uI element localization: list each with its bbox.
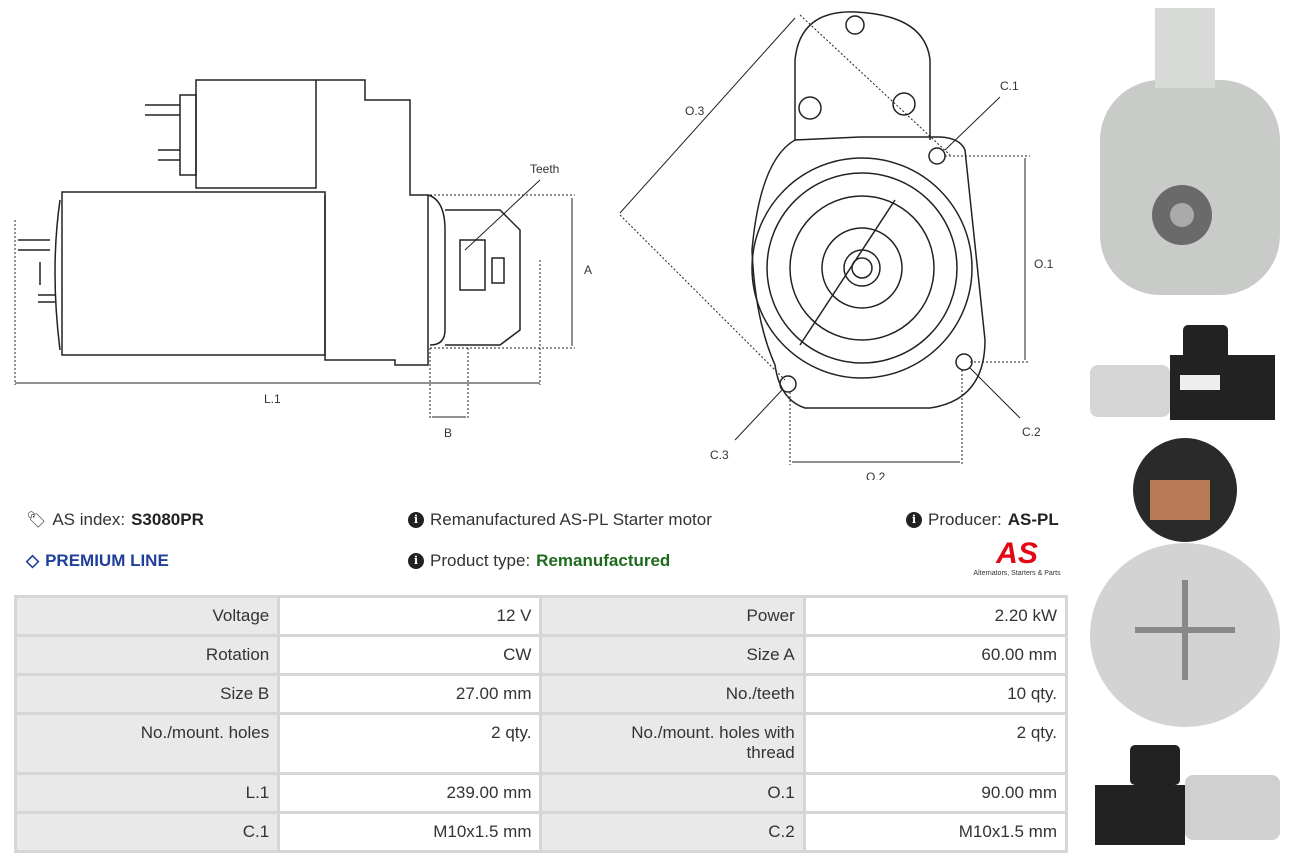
spec-label: No./mount. holes with thread [539, 712, 806, 775]
photo-rear [1090, 438, 1280, 727]
spec-value: CW [277, 634, 543, 676]
logo-mark: AS [996, 537, 1038, 570]
label-c2: C.2 [1022, 425, 1041, 439]
producer-label: Producer: [928, 510, 1002, 529]
spec-value: 2 qty. [277, 712, 543, 775]
spec-value: M10x1.5 mm [277, 811, 543, 853]
spec-value: 60.00 mm [802, 634, 1069, 676]
side-view-drawing [18, 79, 521, 366]
tags-icon: 🏷 [26, 512, 47, 529]
photo-side-bottom [1095, 745, 1280, 845]
as-index-value: S3080PR [131, 510, 204, 529]
producer-value: AS-PL [1007, 510, 1059, 529]
label-c3: C.3 [710, 448, 729, 462]
spec-label: C.1 [13, 811, 281, 853]
spec-label: No./mount. holes [13, 712, 281, 775]
spec-label: Voltage [13, 595, 281, 637]
label-a: A [584, 263, 592, 277]
spec-label: Power [539, 595, 806, 637]
label-l1: L.1 [264, 392, 281, 406]
spec-value: 2.20 kW [802, 595, 1069, 637]
spec-value: 239.00 mm [277, 772, 543, 814]
front-view-drawing [751, 11, 986, 409]
description-text: Remanufactured AS-PL Starter motor [430, 510, 712, 529]
technical-drawing: Teeth A B L.1 O.1 O.2 O.3 C.1 C.2 C.3 [14, 11, 1054, 480]
product-type: i Product type: Remanufactured [408, 551, 670, 571]
info-icon: i [408, 553, 424, 569]
product-type-label: Product type: [430, 551, 531, 570]
premium-label: PREMIUM LINE [45, 551, 169, 570]
spec-label: Rotation [13, 634, 281, 676]
premium-line: ◇ PREMIUM LINE [26, 551, 169, 571]
spec-value: 12 V [277, 595, 543, 637]
label-c1: C.1 [1000, 79, 1019, 93]
as-logo: AS Alternators, Starters & Parts [966, 537, 1068, 578]
as-index-label: AS index: [52, 510, 126, 529]
info-icon: i [408, 512, 424, 528]
spec-value: 90.00 mm [802, 772, 1069, 814]
product-type-value: Remanufactured [536, 551, 671, 570]
spec-value: M10x1.5 mm [802, 811, 1069, 853]
label-o2: O.2 [866, 470, 886, 480]
as-index: 🏷 AS index: S3080PR [26, 510, 204, 530]
label-b: B [444, 426, 452, 440]
producer: i Producer: AS-PL [906, 510, 1059, 530]
diamond-icon: ◇ [26, 551, 40, 570]
label-o3: O.3 [685, 104, 705, 118]
label-o1: O.1 [1034, 257, 1054, 271]
product-photos [1090, 8, 1280, 845]
spec-label: Size B [13, 673, 281, 715]
spec-label: No./teeth [539, 673, 806, 715]
spec-label: C.2 [539, 811, 806, 853]
info-icon: i [906, 512, 922, 528]
label-teeth: Teeth [530, 162, 559, 176]
spec-value: 2 qty. [802, 712, 1069, 775]
spec-label: Size A [539, 634, 806, 676]
description: i Remanufactured AS-PL Starter motor [408, 510, 712, 530]
photo-front [1100, 8, 1280, 295]
spec-label: O.1 [539, 772, 806, 814]
photo-side-top [1090, 325, 1275, 420]
spec-value: 10 qty. [802, 673, 1069, 715]
spec-value: 27.00 mm [277, 673, 543, 715]
logo-tagline: Alternators, Starters & Parts [973, 570, 1061, 577]
spec-label: L.1 [13, 772, 281, 814]
